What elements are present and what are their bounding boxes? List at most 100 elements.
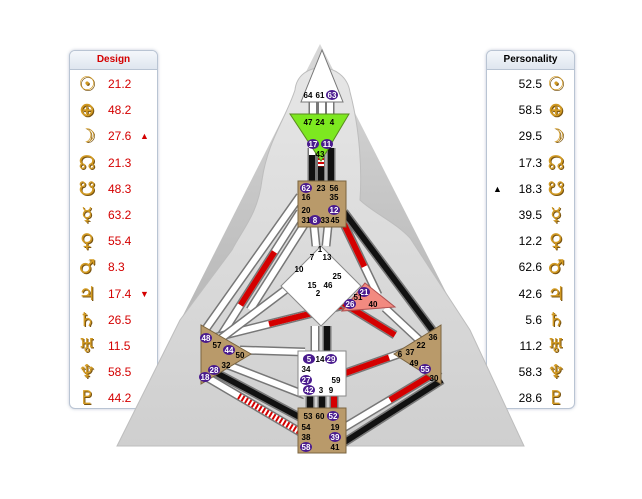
personality-row-jupiter: ♃42.6 — [487, 281, 574, 307]
gate-line-value: 58.5 — [518, 103, 542, 118]
gate-11: 11 — [323, 140, 332, 149]
personality-row-mercury: ☿39.5 — [487, 202, 574, 228]
personality-row-moon: ☽ 29.5 — [487, 123, 574, 149]
gate-5: 5 — [307, 355, 312, 364]
gate-53: 53 — [304, 412, 313, 421]
pluto-icon: ♇ — [547, 387, 565, 409]
gate-39: 39 — [331, 433, 340, 442]
personality-row-neptune: ♆58.3 — [487, 359, 574, 385]
design-row-uranus: ♅11.5 — [70, 333, 157, 359]
gate-line-value: 39.5 — [518, 208, 542, 222]
gate-49: 49 — [410, 359, 419, 368]
gate-line-value: 63.2 — [108, 208, 132, 222]
north-node-icon: ☊ — [547, 151, 565, 174]
channel-8-1 — [309, 225, 321, 247]
venus-icon: ♀ — [549, 230, 563, 253]
gate-line-value: 21.2 — [108, 77, 132, 91]
design-row-mars: ♂8.3 — [70, 254, 157, 280]
personality-row-uranus: ♅11.2 — [487, 333, 574, 359]
neptune-icon: ♆ — [78, 361, 96, 384]
gate-44: 44 — [225, 346, 234, 355]
design-row-venus: ♀ 55.4 — [70, 228, 157, 254]
earth-icon: ⊕ — [548, 99, 564, 122]
exalted-arrow-icon: ▲ — [493, 183, 502, 194]
gate-19: 19 — [331, 423, 340, 432]
gate-badge-58 — [300, 442, 312, 452]
gate-13: 13 — [323, 253, 332, 262]
gate-line-value: 55.4 — [108, 234, 132, 249]
design-row-sun: ☉21.2 — [70, 71, 157, 97]
personality-title: Personality — [487, 51, 574, 70]
personality-row-saturn: ♄5.6 — [487, 307, 574, 333]
gate-line-value: 17.4 — [108, 286, 132, 301]
saturn-icon: ♄ — [547, 308, 565, 331]
gate-7: 7 — [310, 253, 315, 262]
personality-row-mars: ♂62.6 — [487, 254, 574, 280]
gate-28: 28 — [210, 366, 219, 375]
g-center — [280, 245, 362, 327]
gate-63: 63 — [328, 91, 337, 100]
gate-17: 17 — [309, 140, 318, 149]
channel-31-7 — [246, 219, 310, 313]
gate-badge-5 — [303, 354, 315, 364]
gate-badge-62 — [300, 183, 312, 193]
gate-1: 1 — [318, 245, 323, 254]
uranus-icon: ♅ — [547, 335, 565, 357]
pluto-icon: ♇ — [78, 387, 96, 409]
gate-31: 31 — [302, 216, 311, 225]
channel-16-48 — [201, 193, 304, 333]
gate-badge-11 — [321, 139, 333, 149]
gate-32: 32 — [222, 361, 231, 370]
channel-45-21 — [339, 222, 383, 297]
gate-badge-48 — [200, 333, 212, 343]
channels — [200, 102, 445, 449]
detriment-arrow-icon: ▼ — [140, 288, 149, 299]
channel-39-55 — [337, 376, 445, 449]
design-row-neptune: ♆58.5 — [70, 359, 157, 385]
gate-8: 8 — [313, 216, 318, 225]
gate-line-value: 12.2 — [518, 234, 542, 249]
gate-25: 25 — [333, 272, 342, 281]
gate-18: 18 — [201, 373, 210, 382]
gate-line-value: 29.5 — [518, 129, 542, 144]
gate-4: 4 — [330, 118, 335, 127]
south-node-icon: ☋ — [547, 177, 565, 200]
gate-46: 46 — [324, 281, 333, 290]
gate-22: 22 — [417, 341, 426, 350]
gate-42: 42 — [305, 386, 314, 395]
channel-20-57 — [211, 209, 304, 348]
gate-59: 59 — [332, 376, 341, 385]
gate-37: 37 — [406, 348, 415, 357]
venus-icon: ♀ — [80, 230, 94, 253]
gate-line-value: 48.3 — [108, 181, 132, 196]
moon-icon: ☽ — [547, 125, 565, 148]
gate-12: 12 — [330, 206, 339, 215]
gate-43: 43 — [316, 150, 325, 159]
ajna-center — [289, 113, 350, 162]
neptune-icon: ♆ — [547, 361, 565, 384]
gate-3: 3 — [319, 386, 324, 395]
gate-badge-8 — [309, 215, 321, 225]
gate-48: 48 — [202, 334, 211, 343]
personality-row-earth: ⊕ 58.5 — [487, 97, 574, 123]
gate-badge-12 — [328, 205, 340, 215]
gate-badge-55 — [419, 364, 431, 374]
design-row-moon: ☽27.6▲ — [70, 123, 157, 149]
gate-line-value: 27.6 — [108, 129, 132, 144]
personality-row-north-node: ☊17.3 — [487, 150, 574, 176]
gate-16: 16 — [302, 193, 311, 202]
gate-10: 10 — [295, 265, 304, 274]
gate-badge-39 — [329, 432, 341, 442]
personality-row-sun: ☉52.5 — [487, 71, 574, 97]
gate-26: 26 — [346, 300, 355, 309]
gate-line-value: 8.3 — [108, 260, 125, 275]
gate-60: 60 — [316, 412, 325, 421]
saturn-icon: ♄ — [78, 308, 96, 331]
channel-33-13 — [321, 225, 333, 247]
gate-41: 41 — [331, 443, 340, 452]
gate-61: 61 — [316, 91, 325, 100]
gate-line-value: 11.5 — [108, 339, 131, 353]
personality-row-south-node: ☋18.3▲ — [487, 176, 574, 202]
gate-badge-44 — [223, 345, 235, 355]
gate-line-value: 42.6 — [518, 286, 542, 301]
